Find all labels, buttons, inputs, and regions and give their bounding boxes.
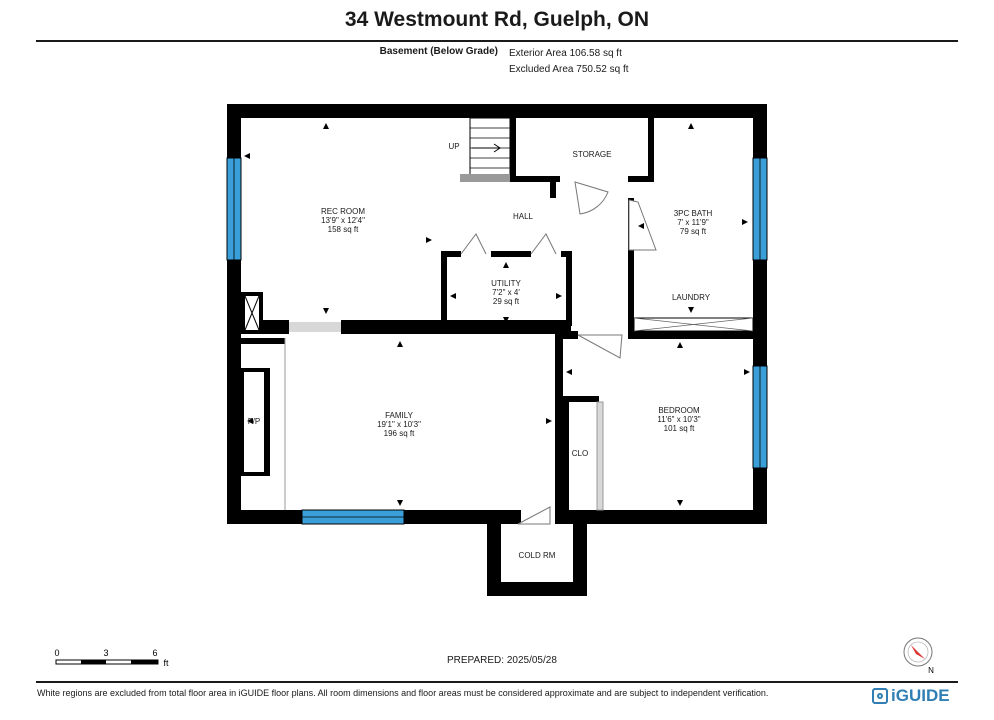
bath-name: 3PC BATH [674, 209, 713, 218]
closet-label: CLO [572, 449, 588, 458]
cold-room-label: COLD RM [519, 551, 556, 560]
doors [460, 181, 657, 525]
scale-bar: 0 3 6 ft [54, 648, 169, 668]
floor-level-label: Basement (Below Grade) [379, 46, 498, 57]
scale-tick-6: 6 [152, 648, 157, 658]
stairs-up-label: UP [448, 142, 459, 151]
bedroom-area: 101 sq ft [664, 424, 695, 433]
disclaimer-text: White regions are excluded from total fl… [37, 688, 769, 698]
page-title: 34 Westmount Rd, Guelph, ON [344, 8, 650, 31]
family-name: FAMILY [385, 411, 414, 420]
dimension-markers [244, 123, 750, 506]
scale-tick-0: 0 [54, 648, 59, 658]
excluded-area: Excluded Area 750.52 sq ft [509, 64, 629, 75]
bath-area: 79 sq ft [680, 227, 707, 236]
camera-icon [872, 688, 888, 704]
rec-room-dims: 13'9" x 12'4" [321, 216, 365, 225]
family-area: 196 sq ft [384, 429, 415, 438]
exterior-area: Exterior Area 106.58 sq ft [509, 48, 622, 59]
bedroom-dims: 11'6" x 10'3" [657, 415, 700, 424]
hall-label: HALL [513, 212, 534, 221]
header-divider [36, 40, 958, 42]
scale-unit: ft [163, 658, 169, 668]
utility-dims: 7'2" x 4' [492, 288, 520, 297]
staircase [460, 117, 511, 182]
compass-north-label: N [928, 666, 934, 675]
fireplace-hearth [244, 372, 264, 472]
footer-divider [36, 681, 958, 683]
rec-room-name: REC ROOM [321, 207, 365, 216]
bedroom-name: BEDROOM [658, 406, 700, 415]
family-dims: 19'1" x 10'3" [377, 420, 421, 429]
utility-name: UTILITY [491, 279, 521, 288]
closet-door [596, 401, 604, 511]
utility-area: 29 sq ft [493, 297, 520, 306]
windows [226, 157, 768, 525]
brand-name: iGUIDE [891, 686, 950, 705]
bath-dims: 7' x 11'9" [677, 218, 709, 227]
area-summary: Exterior Area 106.58 sq ft Excluded Area… [509, 46, 629, 78]
compass-icon: N [903, 637, 934, 675]
fireplace-label: F/P [248, 417, 260, 426]
storage-label: STORAGE [573, 150, 612, 159]
prepared-date: PREPARED: 2025/05/28 [447, 655, 557, 666]
scale-tick-3: 3 [103, 648, 108, 658]
brand-logo: iGUIDE [872, 686, 950, 706]
rec-family-opening [289, 322, 341, 332]
rec-room-area: 158 sq ft [328, 225, 359, 234]
laundry-label: LAUNDRY [672, 293, 711, 302]
